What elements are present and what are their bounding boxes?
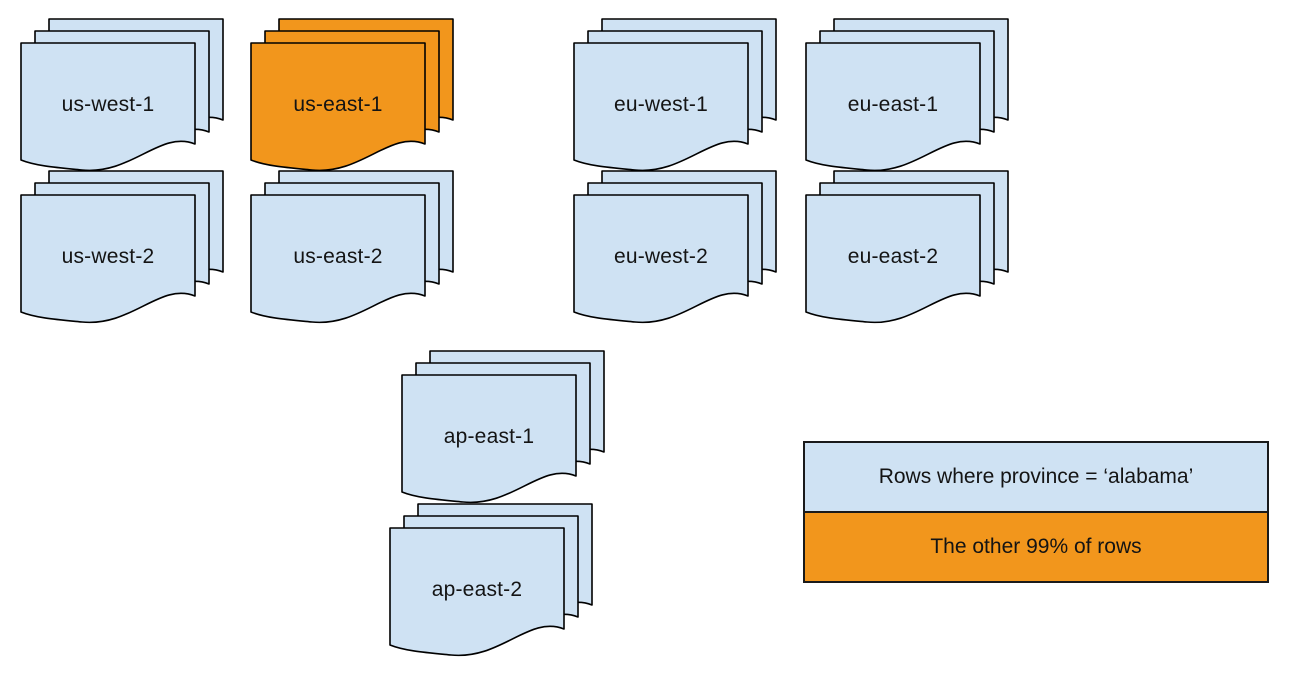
document-icon [20, 194, 196, 324]
region-stack-eu-east-2: eu-east-2 [805, 170, 1009, 327]
region-stack-ap-east-2: ap-east-2 [389, 503, 593, 660]
region-stack-eu-west-1: eu-west-1 [573, 18, 777, 175]
legend: Rows where province = ‘alabama’ The othe… [803, 441, 1269, 583]
region-stack-us-east-2: us-east-2 [250, 170, 454, 327]
legend-item-label: The other 99% of rows [930, 535, 1142, 558]
region-stack-us-east-1: us-east-1 [250, 18, 454, 175]
document-icon [805, 194, 981, 324]
region-stack-eu-west-2: eu-west-2 [573, 170, 777, 327]
legend-item-alabama-rows: Rows where province = ‘alabama’ [805, 443, 1267, 511]
legend-item-other-rows: The other 99% of rows [805, 511, 1267, 581]
document-icon [805, 42, 981, 172]
region-stack-us-west-1: us-west-1 [20, 18, 224, 175]
region-stack-us-west-2: us-west-2 [20, 170, 224, 327]
document-icon [250, 42, 426, 172]
document-icon [20, 42, 196, 172]
document-icon [389, 527, 565, 657]
document-icon [573, 194, 749, 324]
legend-item-label: Rows where province = ‘alabama’ [878, 465, 1194, 488]
document-icon [401, 374, 577, 504]
document-icon [250, 194, 426, 324]
region-stack-eu-east-1: eu-east-1 [805, 18, 1009, 175]
region-stack-ap-east-1: ap-east-1 [401, 350, 605, 507]
document-icon [573, 42, 749, 172]
